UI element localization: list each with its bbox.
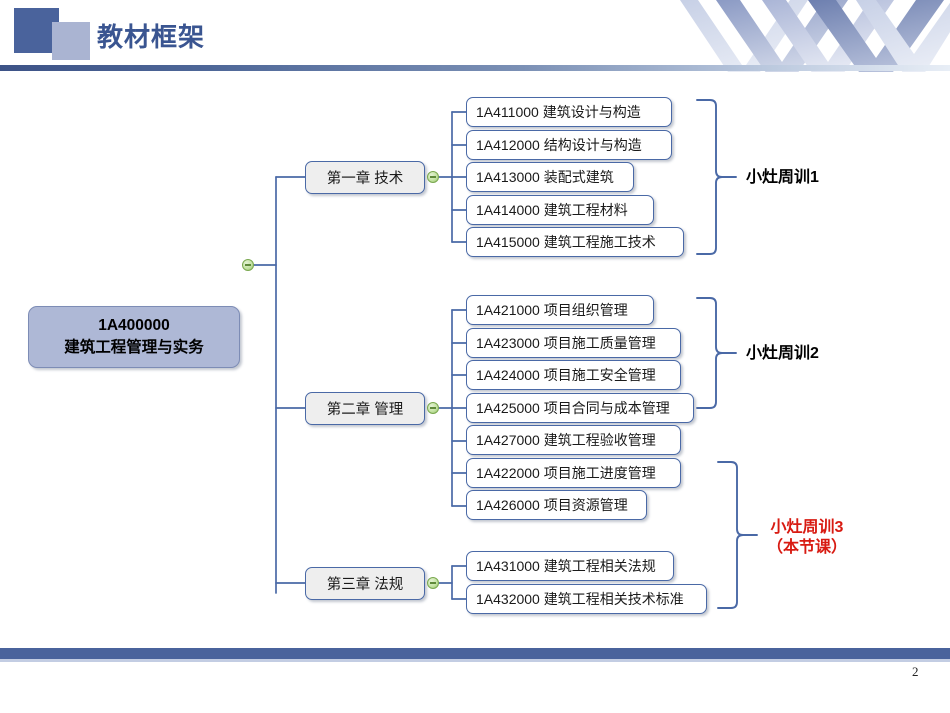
leaf-label: 1A432000 建筑工程相关技术标准: [476, 591, 684, 607]
footer-bar-shadow: [0, 659, 950, 662]
leaf-node-1a424000[interactable]: 1A424000 项目施工安全管理: [466, 360, 681, 390]
leaf-label: 1A414000 建筑工程材料: [476, 202, 628, 218]
chapter-node-1-label: 第一章 技术: [326, 170, 404, 187]
leaf-node-1a431000[interactable]: 1A431000 建筑工程相关法规: [466, 551, 674, 581]
group-label-3: 小灶周训3 （本节课）: [767, 518, 847, 558]
footer-bar: [0, 648, 950, 659]
chapter-2-collapse-icon[interactable]: [427, 402, 439, 414]
chapter-node-3[interactable]: 第三章 法规: [305, 566, 425, 600]
leaf-node-1a426000[interactable]: 1A426000 项目资源管理: [466, 490, 647, 520]
leaf-label: 1A427000 建筑工程验收管理: [476, 432, 656, 448]
leaf-node-1a415000[interactable]: 1A415000 建筑工程施工技术: [466, 227, 684, 257]
leaf-node-1a423000[interactable]: 1A423000 项目施工质量管理: [466, 328, 681, 358]
root-node[interactable]: 1A400000 建筑工程管理与实务: [28, 306, 240, 368]
chapter-node-3-label: 第三章 法规: [326, 576, 404, 593]
group-label-3-sub: （本节课）: [767, 539, 848, 556]
leaf-label: 1A413000 装配式建筑: [476, 169, 614, 185]
leaf-label: 1A411000 建筑设计与构造: [476, 104, 641, 120]
chapter-node-1[interactable]: 第一章 技术: [305, 160, 425, 194]
group-label-2: 小灶周训2: [746, 345, 819, 362]
leaf-label: 1A431000 建筑工程相关法规: [476, 558, 656, 574]
root-node-code: 1A400000: [98, 317, 170, 334]
leaf-label: 1A424000 项目施工安全管理: [476, 367, 656, 383]
leaf-label: 1A422000 项目施工进度管理: [476, 465, 656, 481]
chevron-decoration-icon: [670, 0, 950, 72]
leaf-label: 1A425000 项目合同与成本管理: [476, 400, 670, 416]
chapter-3-collapse-icon[interactable]: [427, 577, 439, 589]
leaf-node-1a425000[interactable]: 1A425000 项目合同与成本管理: [466, 393, 694, 423]
page-number: 2: [912, 664, 919, 679]
root-collapse-icon[interactable]: [242, 259, 254, 271]
leaf-node-1a432000[interactable]: 1A432000 建筑工程相关技术标准: [466, 584, 707, 614]
leaf-node-1a413000[interactable]: 1A413000 装配式建筑: [466, 162, 634, 192]
header-divider: [0, 65, 950, 71]
leaf-node-1a414000[interactable]: 1A414000 建筑工程材料: [466, 195, 654, 225]
leaf-label: 1A423000 项目施工质量管理: [476, 335, 656, 351]
group-label-3-main: 小灶周训3: [770, 519, 844, 536]
leaf-label: 1A421000 项目组织管理: [476, 302, 628, 318]
header-square-light: [52, 22, 90, 60]
root-node-name: 建筑工程管理与实务: [64, 339, 204, 356]
leaf-label: 1A412000 结构设计与构造: [476, 137, 642, 153]
chapter-node-2[interactable]: 第二章 管理: [305, 391, 425, 425]
leaf-node-1a412000[interactable]: 1A412000 结构设计与构造: [466, 130, 672, 160]
page-title: 教材框架: [97, 22, 206, 52]
mindmap-canvas: 1A400000 建筑工程管理与实务 第一章 技术 第二章 管理 第三章 法规 …: [0, 72, 950, 648]
leaf-node-1a427000[interactable]: 1A427000 建筑工程验收管理: [466, 425, 681, 455]
leaf-label: 1A415000 建筑工程施工技术: [476, 234, 656, 250]
chapter-node-2-label: 第二章 管理: [326, 401, 404, 418]
group-label-1: 小灶周训1: [746, 169, 819, 186]
leaf-node-1a421000[interactable]: 1A421000 项目组织管理: [466, 295, 654, 325]
leaf-label: 1A426000 项目资源管理: [476, 497, 628, 513]
leaf-node-1a411000[interactable]: 1A411000 建筑设计与构造: [466, 97, 672, 127]
chapter-1-collapse-icon[interactable]: [427, 171, 439, 183]
header-square-dark: [14, 8, 59, 53]
leaf-node-1a422000[interactable]: 1A422000 项目施工进度管理: [466, 458, 681, 488]
